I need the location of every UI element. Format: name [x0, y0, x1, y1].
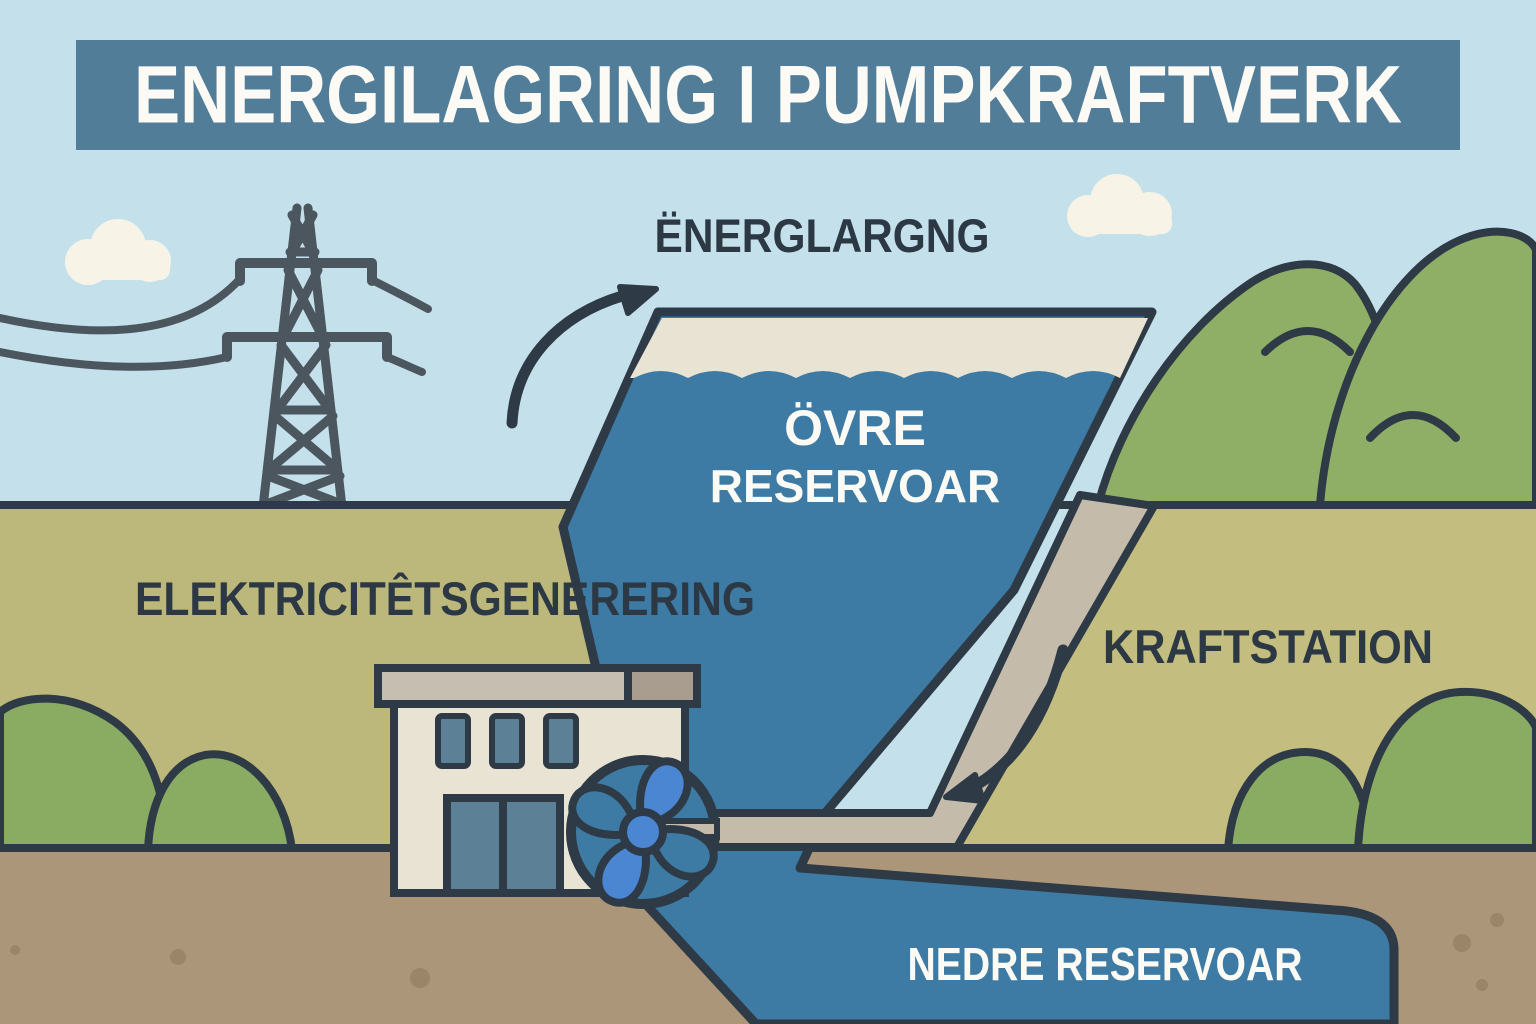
label-electricity-generation: ELEKTRICITÊTSGENERERING	[135, 572, 755, 625]
bush-left-2	[144, 750, 296, 854]
label-power-station: KRAFTSTATION	[1103, 620, 1433, 673]
turbine-propeller-icon	[568, 757, 718, 907]
power-lines	[0, 276, 432, 376]
cloud-left-icon	[65, 219, 171, 285]
turbine	[566, 755, 720, 909]
label-upper-reservoir-line1: ÖVRE	[784, 400, 926, 456]
transmission-tower-icon	[0, 203, 432, 512]
hill-detail-arc-1	[1261, 327, 1354, 356]
title-banner	[76, 40, 1460, 150]
page-title: ENERGILAGRING I PUMPKRAFTVERK	[134, 50, 1402, 141]
label-lower-reservoir: NEDRE RESERVOAR	[908, 938, 1303, 990]
cloud-right-icon	[1067, 174, 1172, 237]
building-window-2	[489, 713, 525, 769]
arrow-up-right-icon	[506, 284, 659, 429]
building-roof-right	[624, 664, 701, 708]
hill-detail-arc-2	[1366, 411, 1460, 442]
label-upper-reservoir-line2: RESERVOAR	[710, 460, 1001, 512]
arrow-down-left-icon	[943, 644, 1069, 804]
turbine-hub	[619, 808, 667, 856]
reservoir-freeboard	[630, 318, 1148, 378]
building-window-3	[543, 713, 579, 769]
label-energy-flow: ËNERGLARGNG	[655, 209, 990, 262]
building-window-1	[435, 713, 471, 769]
bush-right-2	[1354, 687, 1536, 854]
dirt-speckles	[10, 913, 1504, 991]
